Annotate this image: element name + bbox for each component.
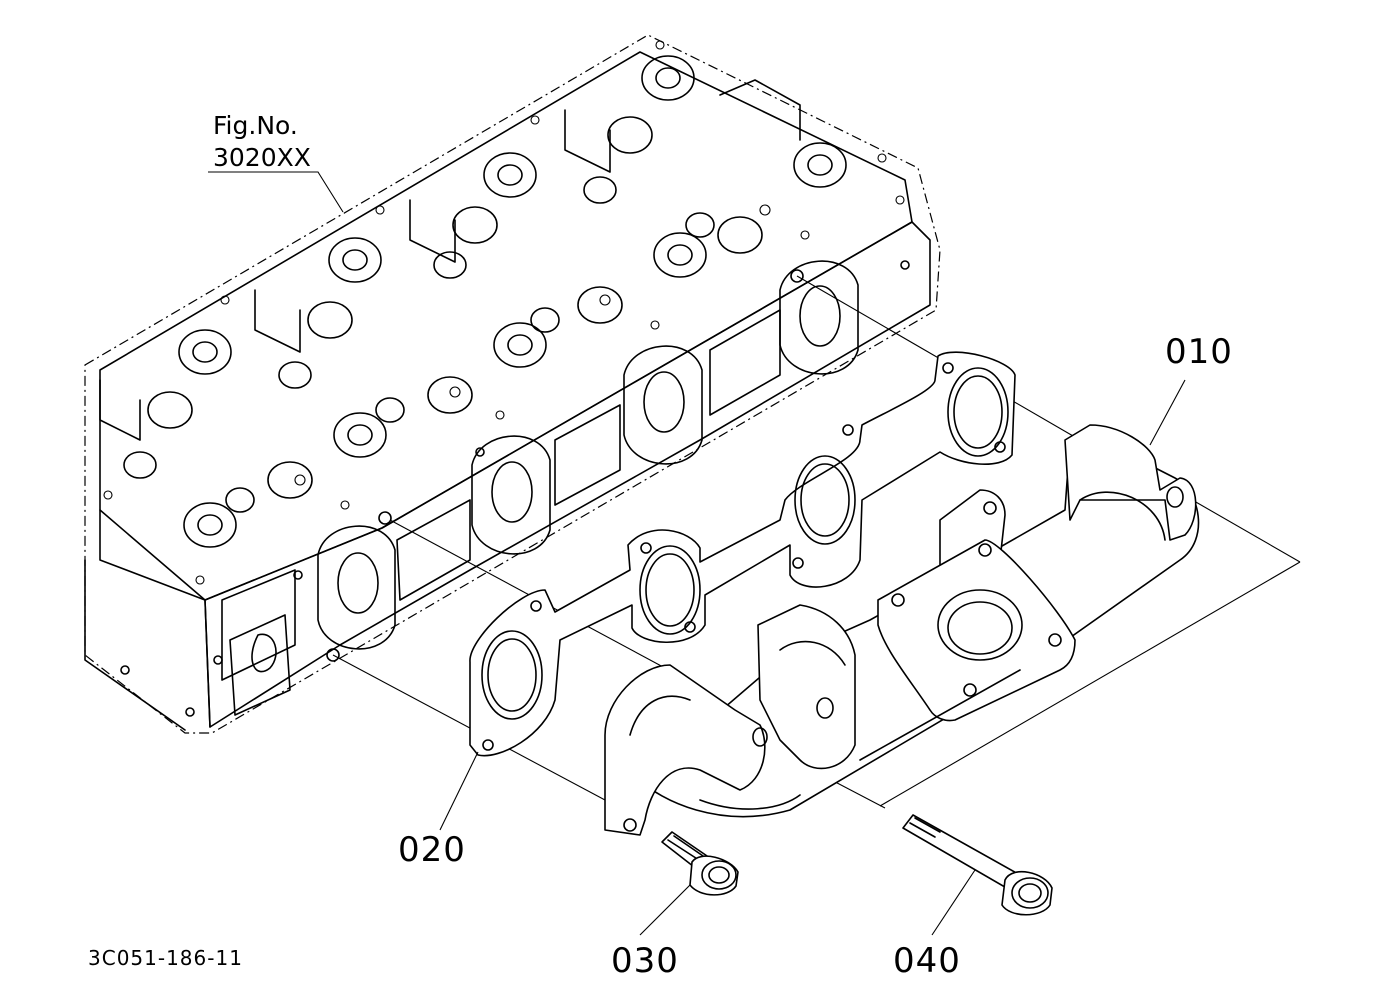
part-label-long-bolt: 040 xyxy=(893,941,961,981)
leader-lines xyxy=(208,172,1185,935)
cylinder-head xyxy=(85,35,940,733)
part-label-gasket: 020 xyxy=(398,830,466,870)
gasket xyxy=(470,352,1015,755)
drawing-code: 3C051-186-11 xyxy=(88,946,243,970)
long-bolt xyxy=(903,815,1052,915)
figure-ref-line2: 3020XX xyxy=(213,143,311,172)
part-label-short-bolt: 030 xyxy=(611,941,679,981)
figure-ref-line1: Fig.No. xyxy=(213,111,298,140)
part-label-manifold: 010 xyxy=(1165,332,1233,372)
short-bolt xyxy=(662,832,738,895)
exhaust-manifold xyxy=(605,425,1199,835)
